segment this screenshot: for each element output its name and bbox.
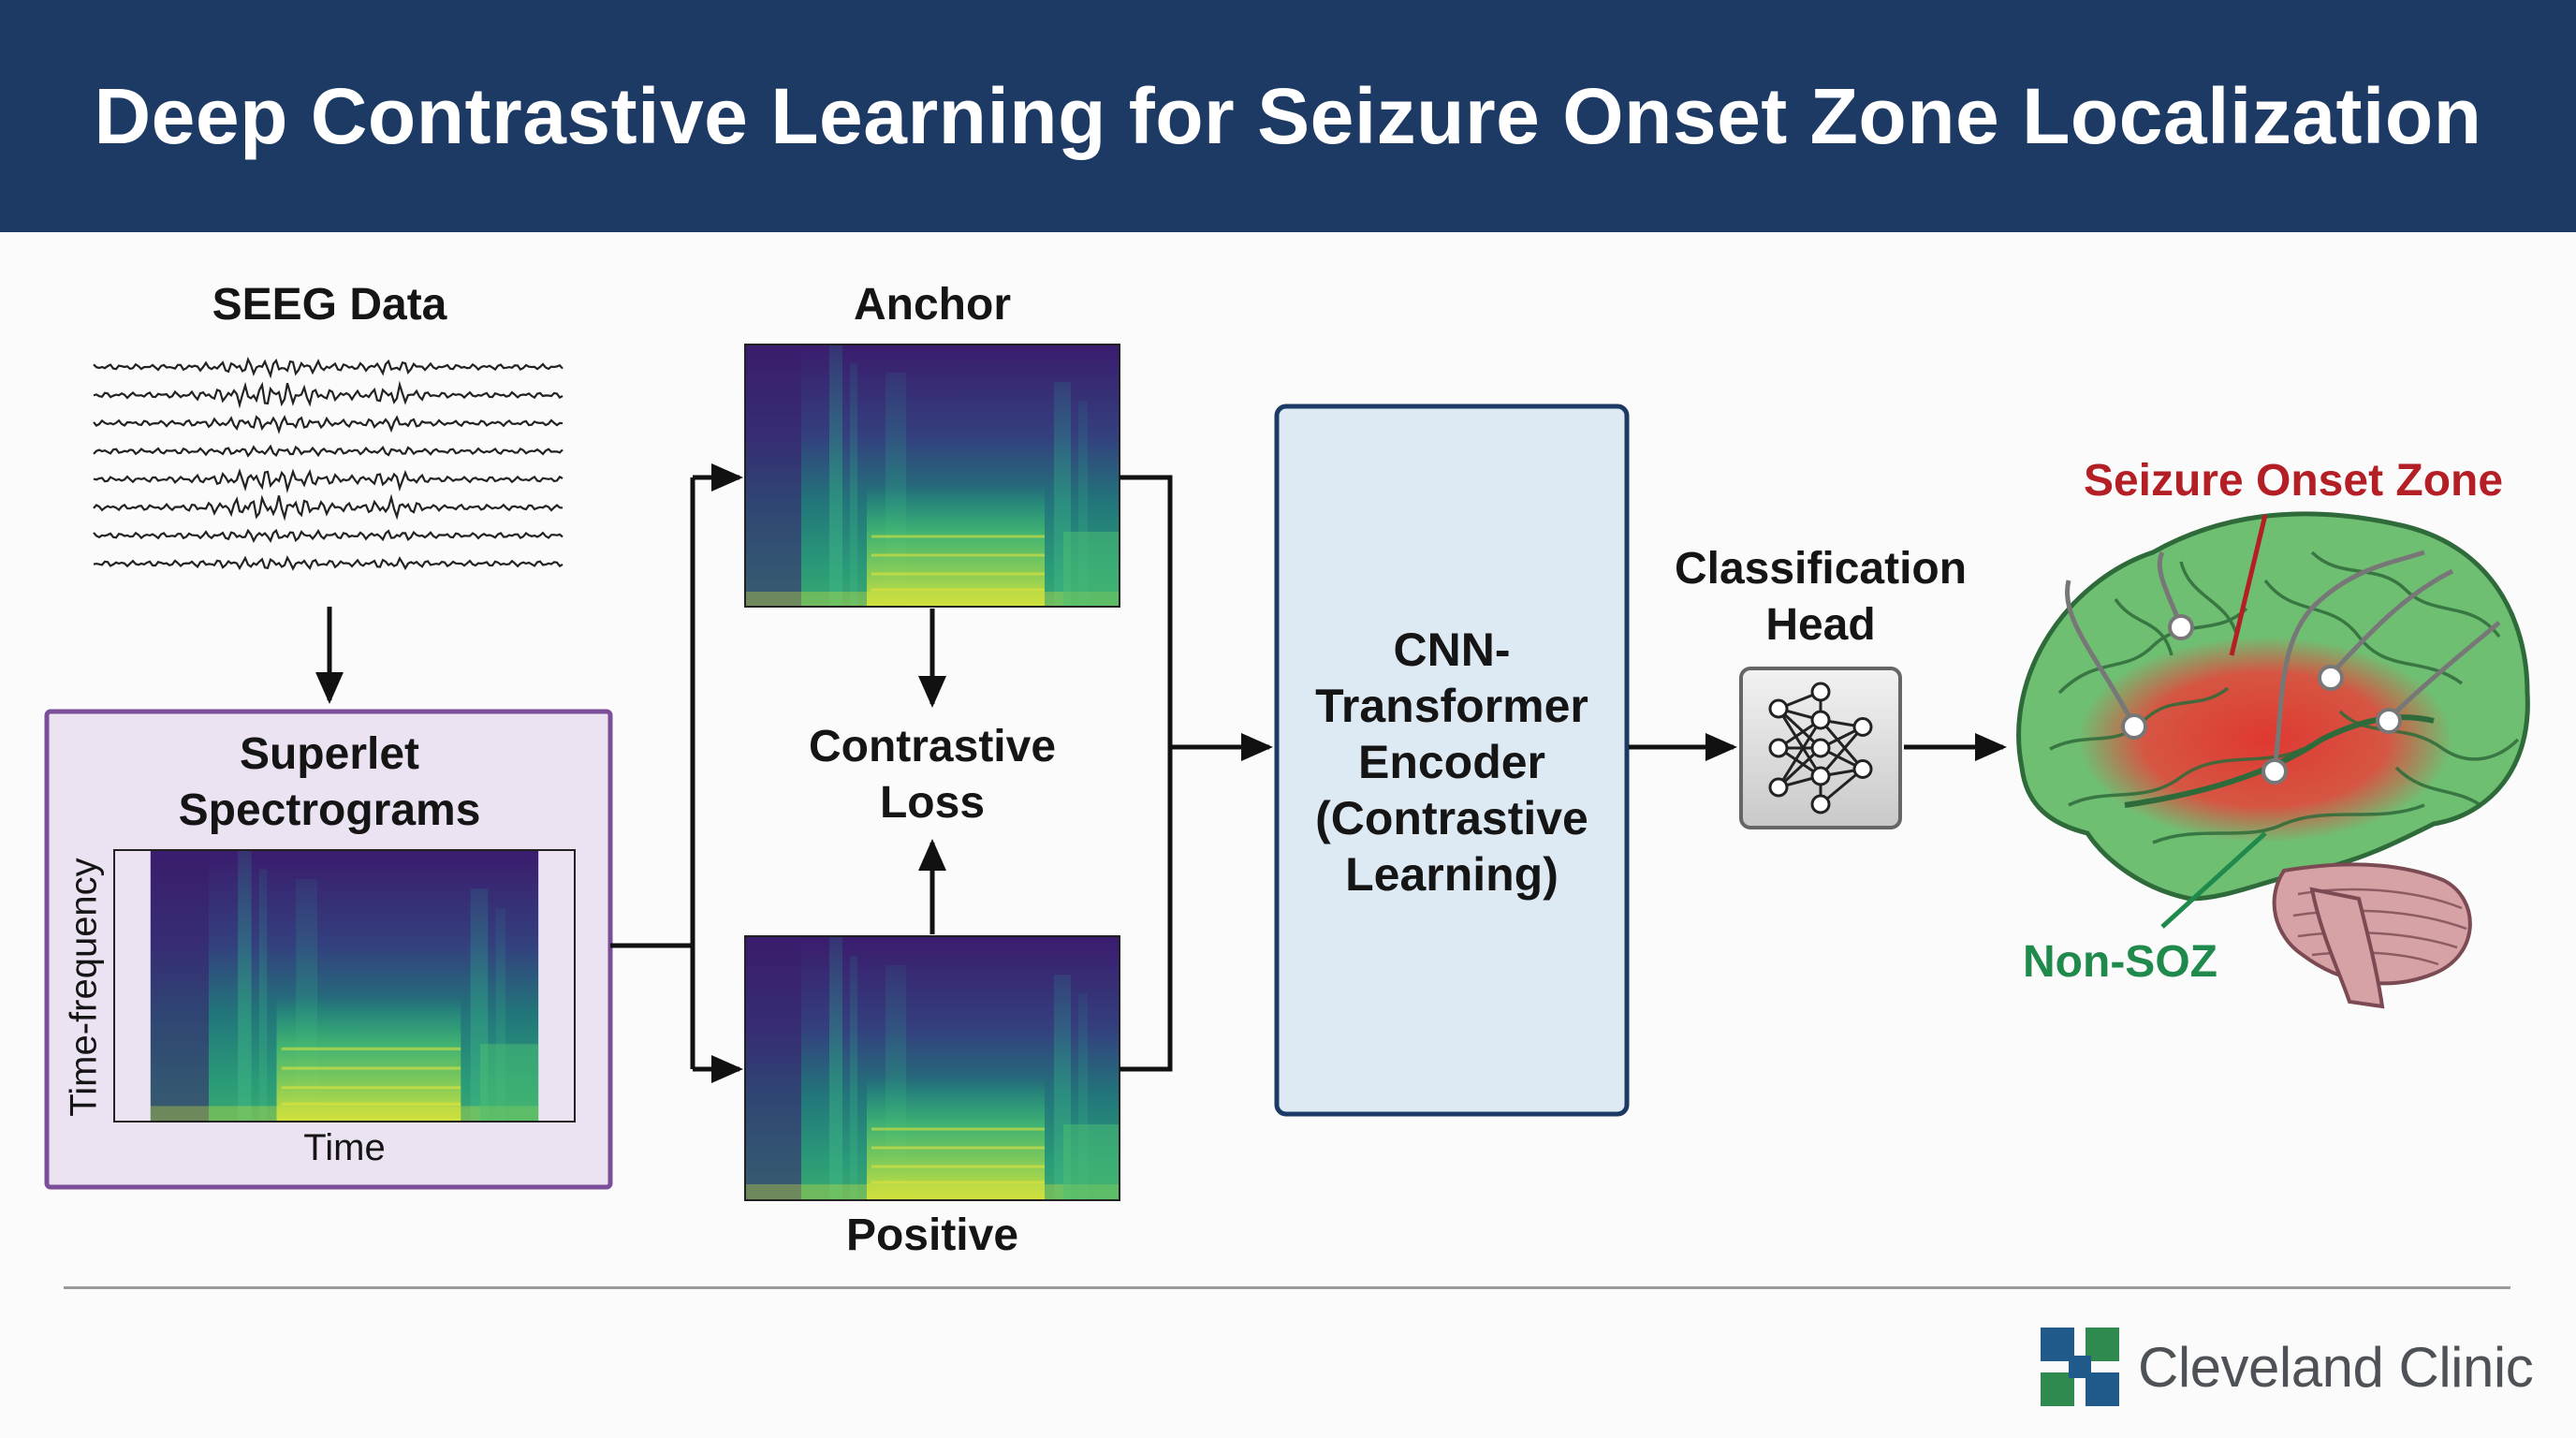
- encoder-box: [1274, 404, 1630, 1117]
- encoder-line2: Transformer: [1315, 680, 1588, 732]
- superlet-label: Superlet Spectrograms: [142, 726, 517, 839]
- anchor-label: Anchor: [854, 280, 1011, 330]
- seeg-trace: [93, 415, 564, 434]
- split-connector: [610, 477, 695, 1069]
- cleveland-clinic-cross-icon: [2041, 1328, 2119, 1406]
- superlet-label-line2: Spectrograms: [178, 785, 481, 835]
- seeg-trace: [93, 528, 564, 544]
- seeg-trace: [93, 380, 564, 409]
- seeg-data-label: SEEG Data: [212, 280, 447, 330]
- title-bar: Deep Contrastive Learning for Seizure On…: [0, 0, 2576, 232]
- seeg-traces: [93, 356, 564, 571]
- non-soz-label: Non-SOZ: [2023, 937, 2217, 987]
- page-title: Deep Contrastive Learning for Seizure On…: [94, 71, 2482, 160]
- seeg-trace: [93, 493, 564, 521]
- cleveland-clinic-logo: Cleveland Clinic: [2041, 1326, 2537, 1408]
- seeg-trace: [93, 468, 564, 493]
- soz-region: [2078, 637, 2452, 843]
- seeg-trace: [93, 356, 564, 379]
- positive-label: Positive: [845, 1211, 1019, 1260]
- merge-connector: [1120, 475, 1173, 1072]
- non-soz-pointer: [2160, 831, 2267, 929]
- classification-head-line1: Classification: [1674, 544, 1968, 594]
- seeg-trace: [93, 444, 564, 458]
- brain-illustration: [2016, 511, 2530, 1009]
- logo-text: Cleveland Clinic: [2138, 1335, 2534, 1399]
- superlet-x-axis-label: Time: [303, 1127, 386, 1168]
- encoder-line1: CNN-: [1393, 624, 1511, 676]
- encoder-line4: (Contrastive: [1315, 792, 1588, 844]
- encoder-label: CNN- Transformer Encoder (Contrastive Le…: [1277, 622, 1627, 902]
- contrastive-loss-line1: Contrastive: [808, 722, 1057, 771]
- contrastive-loss-label: Contrastive Loss: [792, 719, 1073, 831]
- classification-head-line2: Head: [1765, 600, 1876, 650]
- positive-spectrogram: [745, 936, 1120, 1200]
- encoder-line3: Encoder: [1357, 736, 1546, 788]
- classification-head-label: Classification Head: [1633, 541, 2008, 653]
- seeg-trace: [93, 555, 564, 571]
- superlet-spectrogram: [149, 850, 540, 1122]
- contrastive-loss-line2: Loss: [879, 778, 986, 828]
- superlet-label-line1: Superlet: [239, 729, 420, 779]
- soz-pointer: [2229, 514, 2268, 656]
- superlet-y-axis-label: Time-frequency: [63, 858, 105, 1117]
- encoder-line5: Learning): [1345, 848, 1559, 901]
- soz-label: Seizure Onset Zone: [2083, 456, 2504, 506]
- footer-divider: [64, 1286, 2510, 1289]
- anchor-spectrogram: [745, 345, 1120, 607]
